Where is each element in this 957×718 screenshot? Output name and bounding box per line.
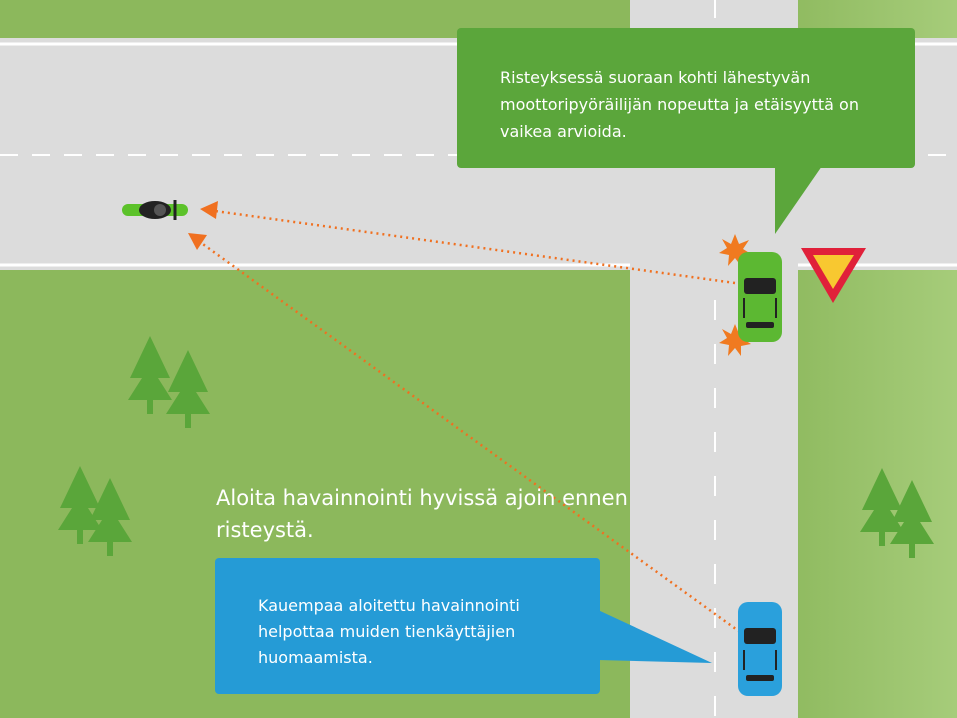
green-callout-text: Risteyksessä suoraan kohti lähestyvän mo…	[500, 68, 859, 141]
headline: Aloita havainnointi hyvissä ajoin ennen …	[216, 486, 628, 542]
blue-car-icon	[738, 602, 782, 696]
green-car-icon	[719, 234, 782, 356]
yield-sign-icon	[801, 248, 866, 303]
blue-callout	[215, 558, 712, 694]
green-callout	[457, 28, 915, 234]
blue-callout-text: Kauempaa aloitettu havainnointi helpotta…	[258, 596, 520, 667]
motorcycle-icon	[122, 200, 188, 220]
